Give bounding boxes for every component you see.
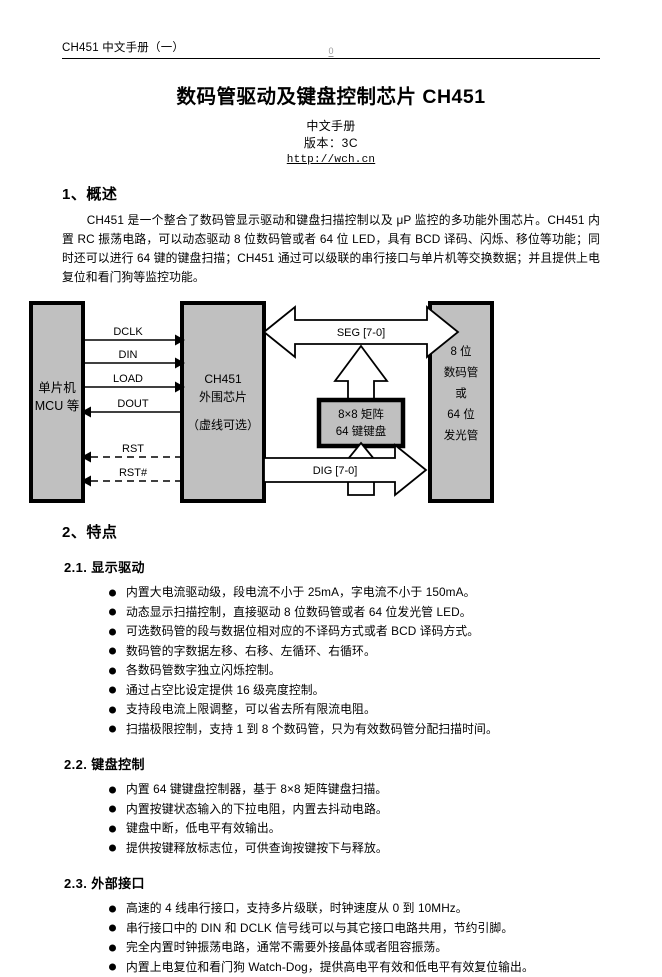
page-header: CH451 中文手册（一） 0 (62, 0, 600, 59)
list-item: 内置按键状态输入的下拉电阻，内置去抖动电路。 (109, 800, 600, 820)
section-heading-keyboard-control: 2.2. 键盘控制 (64, 754, 600, 773)
load-label: LOAD (113, 373, 143, 385)
list-item-text: 扫描极限控制，支持 1 到 8 个数码管，只为有效数码管分配扫描时间。 (126, 722, 498, 736)
website-url-link[interactable]: http://wch.cn (62, 154, 600, 166)
list-item-text: 各数码管数字独立闪烁控制。 (126, 663, 281, 677)
list-item: 高速的 4 线串行接口，支持多片级联，时钟速度从 0 到 10MHz。 (109, 899, 600, 919)
list-item-text: 支持段电流上限调整，可以省去所有限流电阻。 (126, 702, 376, 716)
keypad-block (319, 400, 403, 446)
bullet-dot-icon (109, 726, 116, 733)
list-item: 完全内置时钟振荡电路，通常不需要外接晶体或者阻容振荡。 (109, 938, 600, 958)
section-heading-external-interface: 2.3. 外部接口 (64, 873, 600, 892)
ch451-block-diagram: 单片机 MCU 等 CH451 外围芯片 （虚线可选） 8 位 数码管 或 64… (15, 299, 575, 504)
list-item: 提供按键释放标志位，可供查询按键按下与释放。 (109, 839, 600, 859)
display-drive-bullet-list: 内置大电流驱动级，段电流不小于 25mA，字电流不小于 150mA。 动态显示扫… (62, 583, 600, 739)
rst-label: RST (122, 443, 144, 455)
mcu-block-label-line1: 单片机 (38, 381, 76, 395)
keyboard-control-bullet-list: 内置 64 键键盘控制器，基于 8×8 矩阵键盘扫描。 内置按键状态输入的下拉电… (62, 780, 600, 858)
dclk-label: DCLK (113, 326, 143, 338)
dout-label: DOUT (117, 398, 148, 410)
ch451-block-label-line2: 外围芯片 (199, 390, 247, 404)
mcu-block-label-line2: MCU 等 (35, 398, 79, 413)
bullet-dot-icon (109, 944, 116, 951)
display-block-label-line3: 或 (455, 387, 467, 400)
bullet-dot-icon (109, 806, 116, 813)
document-page: CH451 中文手册（一） 0 数码管驱动及键盘控制芯片 CH451 中文手册 … (0, 0, 662, 935)
list-item-text: 动态显示扫描控制，直接驱动 8 位数码管或者 64 位发光管 LED。 (126, 605, 472, 619)
list-item-text: 串行接口中的 DIN 和 DCLK 信号线可以与其它接口电路共用，节约引脚。 (126, 921, 513, 935)
list-item: 内置大电流驱动级，段电流不小于 25mA，字电流不小于 150mA。 (109, 583, 600, 603)
list-item: 通过占空比设定提供 16 级亮度控制。 (109, 681, 600, 701)
list-item-text: 完全内置时钟振荡电路，通常不需要外接晶体或者阻容振荡。 (126, 940, 447, 954)
keypad-block-label-line2: 64 键键盘 (336, 424, 387, 438)
external-interface-bullet-list: 高速的 4 线串行接口，支持多片级联，时钟速度从 0 到 10MHz。 串行接口… (62, 899, 600, 977)
din-label: DIN (119, 349, 138, 361)
header-title: CH451 中文手册（一） (62, 41, 184, 58)
display-block-label-line5: 发光管 (444, 428, 479, 442)
bullet-dot-icon (109, 845, 116, 852)
bullet-dot-icon (109, 964, 116, 971)
list-item: 支持段电流上限调整，可以省去所有限流电阻。 (109, 700, 600, 720)
list-item: 各数码管数字独立闪烁控制。 (109, 661, 600, 681)
list-item: 可选数码管的段与数据位相对应的不译码方式或者 BCD 译码方式。 (109, 622, 600, 642)
list-item-text: 数码管的字数据左移、右移、左循环、右循环。 (126, 644, 376, 658)
display-block-label-line4: 64 位 (447, 407, 475, 421)
list-item: 键盘中断，低电平有效输出。 (109, 819, 600, 839)
section-heading-features: 2、特点 (62, 521, 600, 542)
section-heading-overview: 1、概述 (62, 183, 600, 204)
bullet-dot-icon (109, 648, 116, 655)
list-item-text: 内置大电流驱动级，段电流不小于 25mA，字电流不小于 150mA。 (126, 585, 475, 599)
bullet-dot-icon (109, 589, 116, 596)
section-heading-display-drive: 2.1. 显示驱动 (64, 557, 600, 576)
list-item: 内置上电复位和看门狗 Watch-Dog，提供高电平有效和低电平有效复位输出。 (109, 958, 600, 977)
list-item: 动态显示扫描控制，直接驱动 8 位数码管或者 64 位发光管 LED。 (109, 603, 600, 623)
rst-n-label: RST# (119, 467, 148, 479)
bullet-dot-icon (109, 905, 116, 912)
dig-bus-label: DIG [7-0] (313, 465, 358, 477)
list-item-text: 高速的 4 线串行接口，支持多片级联，时钟速度从 0 到 10MHz。 (126, 901, 468, 915)
bullet-dot-icon (109, 628, 116, 635)
seg-bus-label: SEG [7-0] (337, 327, 385, 339)
list-item: 内置 64 键键盘控制器，基于 8×8 矩阵键盘扫描。 (109, 780, 600, 800)
list-item: 数码管的字数据左移、右移、左循环、右循环。 (109, 642, 600, 662)
list-item-text: 内置上电复位和看门狗 Watch-Dog，提供高电平有效和低电平有效复位输出。 (126, 960, 534, 974)
list-item: 扫描极限控制，支持 1 到 8 个数码管，只为有效数码管分配扫描时间。 (109, 720, 600, 740)
list-item-text: 内置 64 键键盘控制器，基于 8×8 矩阵键盘扫描。 (126, 782, 387, 796)
list-item-text: 可选数码管的段与数据位相对应的不译码方式或者 BCD 译码方式。 (126, 624, 479, 638)
block-diagram-container: 单片机 MCU 等 CH451 外围芯片 （虚线可选） 8 位 数码管 或 64… (62, 299, 600, 504)
ch451-block-label-line3: （虚线可选） (187, 418, 259, 432)
subtitle-line-1: 中文手册 (62, 118, 600, 135)
display-block-label-line2: 数码管 (444, 365, 479, 379)
seg-to-keypad-arrow (335, 346, 387, 401)
list-item-text: 键盘中断，低电平有效输出。 (126, 821, 281, 835)
subtitle-line-2: 版本：3C (62, 135, 600, 152)
bullet-dot-icon (109, 786, 116, 793)
bullet-dot-icon (109, 687, 116, 694)
list-item-text: 提供按键释放标志位，可供查询按键按下与释放。 (126, 841, 388, 855)
header-page-number: 0 (328, 46, 333, 56)
list-item: 串行接口中的 DIN 和 DCLK 信号线可以与其它接口电路共用，节约引脚。 (109, 919, 600, 939)
display-block-label-line1: 8 位 (450, 344, 471, 358)
bullet-dot-icon (109, 825, 116, 832)
bullet-dot-icon (109, 706, 116, 713)
list-item-text: 通过占空比设定提供 16 级亮度控制。 (126, 683, 325, 697)
overview-paragraph: CH451 是一个整合了数码管显示驱动和键盘扫描控制以及 μP 监控的多功能外围… (62, 211, 600, 287)
list-item-text: 内置按键状态输入的下拉电阻，内置去抖动电路。 (126, 802, 388, 816)
document-title: 数码管驱动及键盘控制芯片 CH451 (62, 80, 600, 109)
bullet-dot-icon (109, 609, 116, 616)
keypad-block-label-line1: 8×8 矩阵 (338, 407, 384, 421)
bullet-dot-icon (109, 667, 116, 674)
ch451-block-label-line1: CH451 (204, 372, 242, 386)
bullet-dot-icon (109, 925, 116, 932)
document-subtitle: 中文手册 版本：3C (62, 118, 600, 152)
